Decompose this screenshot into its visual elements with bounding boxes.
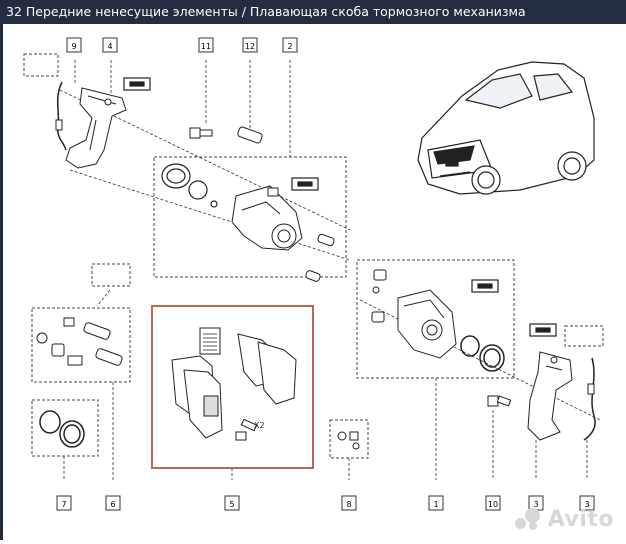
car-illustration (418, 62, 594, 194)
callout-4: 4 (103, 38, 117, 52)
guide-pin-12 (237, 126, 263, 144)
instruction-sheet-icon (200, 328, 220, 354)
right-caliper-body (372, 270, 456, 358)
carrier-bracket-right (528, 352, 572, 440)
svg-text:9: 9 (71, 42, 76, 51)
bleeder-kit-frame (330, 420, 368, 458)
svg-text:11: 11 (201, 42, 211, 51)
svg-text:10: 10 (488, 500, 498, 509)
callout-10: 10 (486, 496, 500, 510)
note-box (92, 264, 130, 286)
wear-sensor-clip (588, 384, 594, 394)
svg-text:2: 2 (287, 42, 292, 51)
guide-pin-kit-frame (32, 308, 130, 382)
callout-5: 5 (225, 496, 239, 510)
diagram-canvas: 9 4 11 12 2 7 6 5 8 1 10 3 3 (0, 24, 626, 540)
svg-text:6: 6 (110, 500, 115, 509)
torque-symbol-icon (472, 280, 498, 292)
avito-logo-icon (515, 508, 543, 532)
callout-12: 12 (243, 38, 257, 52)
callout-2: 2 (283, 38, 297, 52)
svg-text:8: 8 (346, 500, 351, 509)
bolt-10 (488, 396, 511, 406)
torque-symbol-icon (530, 324, 556, 336)
caliper-seal-rings (162, 164, 217, 207)
torque-symbol-icon (292, 178, 318, 190)
callout-7: 7 (57, 496, 71, 510)
wear-sensor-wire-right (584, 358, 595, 440)
bolt-11 (190, 128, 212, 138)
pad-quantity-label: X2 (254, 421, 265, 430)
svg-text:1: 1 (433, 500, 438, 509)
note-box (565, 326, 603, 346)
piston-seal-rings (40, 411, 84, 447)
caliper-body (232, 186, 302, 250)
guide-pin-kit (37, 318, 123, 366)
caliper-guide-boots (305, 234, 335, 283)
svg-text:5: 5 (229, 500, 234, 509)
page-title: 32 Передние ненесущие элементы / Плавающ… (0, 0, 626, 24)
callout-6: 6 (106, 496, 120, 510)
callout-11: 11 (199, 38, 213, 52)
brake-pads: X2 (172, 328, 296, 440)
torque-symbol-icon (124, 78, 150, 90)
note-box (24, 54, 58, 76)
callout-9: 9 (67, 38, 81, 52)
exploded-parts-diagram: 9 4 11 12 2 7 6 5 8 1 10 3 3 (0, 24, 626, 540)
svg-text:7: 7 (61, 500, 66, 509)
callout-8: 8 (342, 496, 356, 510)
carrier-bracket-left (66, 88, 126, 168)
wear-sensor-clip (56, 120, 62, 130)
svg-text:12: 12 (245, 42, 255, 51)
svg-text:4: 4 (107, 42, 112, 51)
bleeder-kit (338, 432, 359, 449)
avito-watermark: Avito (515, 507, 614, 532)
callout-1: 1 (429, 496, 443, 510)
avito-watermark-text: Avito (548, 507, 614, 532)
pad-outer-right (258, 342, 296, 404)
